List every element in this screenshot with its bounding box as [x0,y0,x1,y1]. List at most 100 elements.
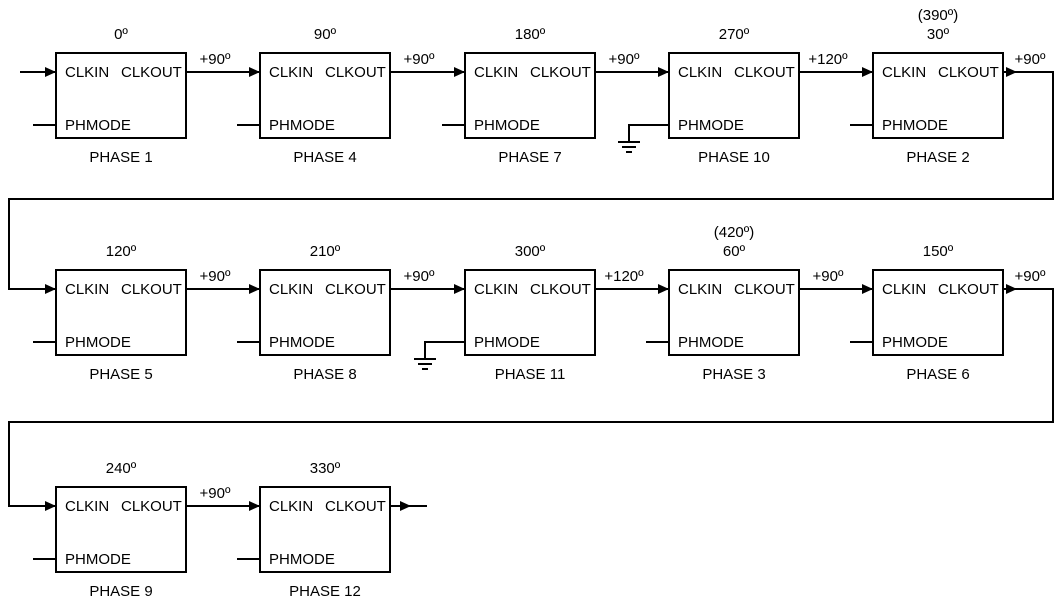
phase-step-label: +120º [604,268,644,285]
phase-step-label: +90º [609,51,640,68]
arrowhead-icon [454,284,465,294]
arrowhead-icon [45,284,56,294]
block-outline [259,52,391,139]
block-outline [464,269,596,356]
arrowhead-icon [862,67,873,77]
phase-block: CLKIN CLKOUT PHMODE PHASE 9 240º [55,460,187,600]
phase-block: CLKIN CLKOUT PHMODE PHASE 11 300º [464,243,596,383]
clkin-pin-label: CLKIN [474,281,518,298]
phmode-pin-label: PHMODE [269,334,335,351]
phmode-pin-label: PHMODE [882,117,948,134]
clkout-pin-label: CLKOUT [734,281,795,298]
phase-name: PHASE 7 [498,149,561,166]
block-outline [464,52,596,139]
phase-name: PHASE 8 [293,366,356,383]
block-outline [55,486,187,573]
phase-angle: 330º [310,460,341,477]
phase-angle: 180º [515,26,546,43]
phase-angle: 120º [106,243,137,260]
clkin-pin-label: CLKIN [269,498,313,515]
block-outline [872,269,1004,356]
phase-name: PHASE 5 [89,366,152,383]
clkin-pin-label: CLKIN [269,281,313,298]
clkin-pin-label: CLKIN [65,498,109,515]
phase-block: CLKIN CLKOUT PHMODE PHASE 5 120º [55,243,187,383]
phase-block: CLKIN CLKOUT PHMODE PHASE 7 180º [464,26,596,166]
block-outline [259,269,391,356]
phase-step-label: +90º [813,268,844,285]
clkout-pin-label: CLKOUT [734,64,795,81]
phase-name: PHASE 1 [89,149,152,166]
arrowhead-icon [400,501,411,511]
phmode-pin-label: PHMODE [474,117,540,134]
phmode-pin-label: PHMODE [678,117,744,134]
phase-alt-angle: (390º) [918,7,959,24]
phmode-pin-label: PHMODE [269,551,335,568]
phase-name: PHASE 2 [906,149,969,166]
clkin-pin-label: CLKIN [678,64,722,81]
clkin-pin-label: CLKIN [882,64,926,81]
phase-name: PHASE 11 [495,366,566,383]
phase-step-label: +90º [404,268,435,285]
block-outline [668,269,800,356]
phase-alt-angle: (420º) [714,224,755,241]
block-outline [55,269,187,356]
phmode-pin-label: PHMODE [65,117,131,134]
clkout-pin-label: CLKOUT [121,281,182,298]
phase-step-label: +90º [404,51,435,68]
phmode-pin-label: PHMODE [65,334,131,351]
clkout-pin-label: CLKOUT [530,64,591,81]
clkin-pin-label: CLKIN [882,281,926,298]
clkin-pin-label: CLKIN [65,64,109,81]
clkin-pin-label: CLKIN [678,281,722,298]
phmode-pin-label: PHMODE [474,334,540,351]
arrowhead-icon [658,67,669,77]
phase-step-label: +90º [1015,51,1046,68]
row-wrap-wire [8,288,1054,507]
phase-name: PHASE 9 [89,583,152,600]
clkin-pin-label: CLKIN [65,281,109,298]
row-wrap-wire [8,71,1054,290]
phase-angle: 240º [106,460,137,477]
clkout-pin-label: CLKOUT [325,281,386,298]
arrowhead-icon [1006,284,1017,294]
phase-angle: 210º [310,243,341,260]
phmode-pin-label: PHMODE [65,551,131,568]
phmode-ground-wire [628,124,669,142]
arrowhead-icon [249,67,260,77]
phase-name: PHASE 10 [698,149,770,166]
phase-angle: 30º [927,26,950,43]
phase-angle: 90º [314,26,337,43]
block-outline [259,486,391,573]
phase-angle: 150º [923,243,954,260]
clkout-pin-label: CLKOUT [325,498,386,515]
phmode-pin-label: PHMODE [678,334,744,351]
phase-name: PHASE 4 [293,149,356,166]
phase-step-label: +90º [200,51,231,68]
arrowhead-icon [45,67,56,77]
clkout-pin-label: CLKOUT [325,64,386,81]
arrowhead-icon [45,501,56,511]
block-outline [55,52,187,139]
phase-name: PHASE 6 [906,366,969,383]
clkout-pin-label: CLKOUT [938,281,999,298]
phase-step-label: +90º [1015,268,1046,285]
arrowhead-icon [1006,67,1017,77]
arrowhead-icon [658,284,669,294]
block-outline [872,52,1004,139]
clkout-pin-label: CLKOUT [121,498,182,515]
block-outline [668,52,800,139]
arrowhead-icon [862,284,873,294]
clkin-pin-label: CLKIN [474,64,518,81]
phase-angle: 300º [515,243,546,260]
clkout-pin-label: CLKOUT [530,281,591,298]
phase-step-label: +90º [200,268,231,285]
